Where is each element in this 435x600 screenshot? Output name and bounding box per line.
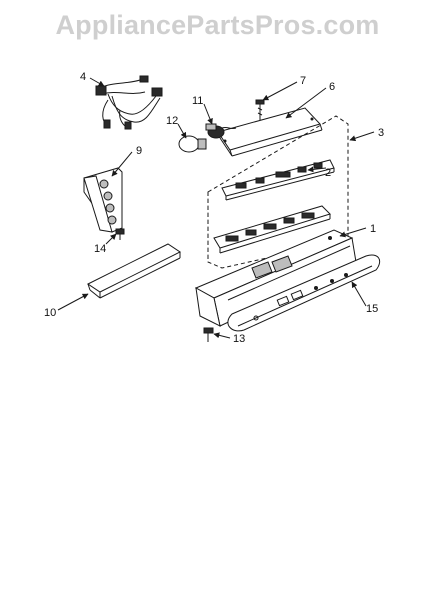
leader-lines (57, 77, 375, 339)
callout-9: 9 (136, 145, 142, 157)
screw-part (255, 99, 265, 122)
button-bracket-part (83, 167, 123, 233)
watermark: AppliancePartsPros.com (55, 10, 380, 40)
control-board-lower-part (213, 205, 331, 254)
wire-harness-part (95, 75, 163, 130)
callout-14: 14 (94, 243, 106, 255)
callout-10: 10 (44, 307, 56, 319)
control-board-upper-part (221, 159, 335, 201)
callout-15: 15 (366, 303, 378, 315)
control-assembly-outline (207, 115, 349, 269)
callout-2: 2 (325, 167, 331, 179)
lamp-socket-part (205, 123, 237, 139)
callout-4: 4 (80, 71, 86, 83)
small-screw-part (115, 228, 125, 240)
callout-1: 1 (370, 223, 376, 235)
board-cover-part (217, 107, 321, 151)
bottom-screw-part (203, 327, 214, 342)
front-panel-part (227, 254, 381, 332)
trim-strip-part (87, 243, 181, 299)
callout-6: 6 (329, 81, 335, 93)
console-housing-part (194, 229, 357, 327)
callout-7: 7 (300, 75, 306, 87)
callout-3: 3 (378, 127, 384, 139)
callout-11: 11 (192, 95, 203, 107)
callout-12: 12 (166, 115, 178, 127)
callout-13: 13 (233, 333, 245, 345)
bulb-part (178, 135, 207, 153)
